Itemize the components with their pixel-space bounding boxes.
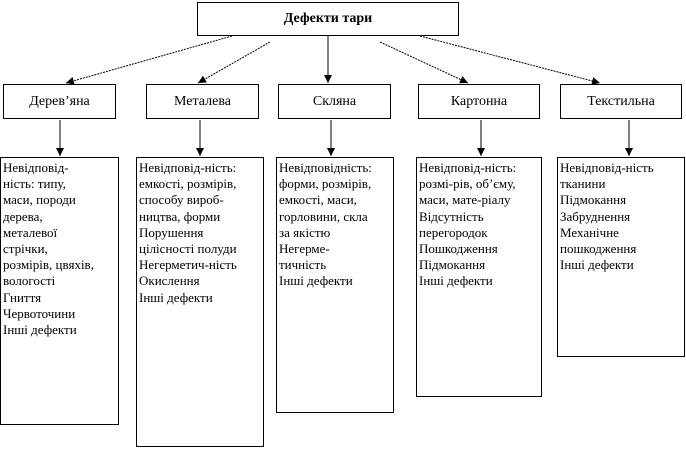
detail-line: Інші дефекти (560, 257, 634, 273)
category-textile: Текстильна (560, 84, 682, 119)
detail-line: металевої (3, 224, 58, 240)
category-wood: Дерев’яна (3, 84, 116, 119)
detail-line: Невідповід-ність: (419, 160, 517, 175)
detail-line: Негерме- (279, 241, 330, 257)
link-root-wood (65, 35, 233, 85)
detail-line: Невідповідність: (279, 160, 372, 175)
link-root-cardboard (379, 41, 469, 84)
detail-line: маси, мате-ріалу (419, 192, 511, 208)
detail-line: стрічки, (3, 241, 48, 257)
detail-line: вологості (3, 273, 56, 289)
category-wood-label: Дерев’яна (29, 93, 90, 109)
link-root-textile (419, 35, 601, 85)
detail-line: емкості, розмірів, (139, 176, 237, 192)
category-textile-label: Текстильна (587, 93, 655, 109)
detail-line: Підмокання (419, 257, 486, 273)
category-glass: Скляна (278, 84, 391, 119)
detail-line: Забруднення (560, 208, 631, 224)
detail-line: Пошкодження (419, 241, 498, 257)
details-cardboard: Невідповід-ність: розмі-рів, об’єму, мас… (416, 157, 542, 397)
detail-line: Інші дефекти (3, 322, 77, 338)
detail-line: ництва, форми (139, 208, 221, 224)
detail-line: ність: типу, (3, 176, 66, 192)
detail-line: Негерметич-ність (139, 257, 237, 273)
category-metal: Металева (146, 84, 259, 119)
detail-line: Інші дефекти (419, 273, 493, 289)
detail-line: Відсутність (419, 208, 484, 224)
detail-line: способу вироб- (139, 192, 224, 208)
detail-line: горловини, скла (279, 208, 368, 224)
detail-line: Окислення (139, 273, 200, 289)
detail-line: тичність (279, 257, 327, 273)
details-glass: Невідповідність: форми, розмірів, емкост… (276, 157, 394, 413)
detail-line: емкості, маси, (279, 192, 357, 208)
detail-line: Невідповід-ність (560, 160, 654, 175)
detail-line: розмі-рів, об’єму, (419, 176, 516, 192)
detail-line: Механічне (560, 224, 619, 240)
root-title: Дефекти тари (283, 11, 373, 26)
detail-line: Невідповід- (3, 160, 69, 175)
category-cardboard-label: Картонна (450, 93, 508, 109)
detail-line: Порушення (139, 224, 204, 240)
detail-line: Інші дефекти (139, 289, 213, 305)
details-wood: Невідповід- ність: типу, маси, породи де… (0, 157, 119, 425)
detail-line: Інші дефекти (279, 273, 353, 289)
detail-line: тканини (560, 176, 606, 192)
detail-line: пошкодження (560, 241, 637, 257)
detail-line: розмірів, цвяхів, (3, 257, 94, 273)
category-cardboard: Картонна (418, 84, 540, 119)
detail-line: Невідповід-ність: (139, 160, 237, 175)
details-textile: Невідповід-ність тканини Підмокання Забр… (557, 157, 685, 357)
category-metal-label: Металева (174, 93, 231, 109)
detail-line: Червоточини (3, 305, 76, 321)
detail-line: Гниття (3, 289, 42, 305)
detail-line: цілісності полуди (139, 241, 237, 257)
detail-line: за якістю (279, 224, 331, 240)
detail-line: дерева, (3, 208, 43, 224)
detail-line: маси, породи (3, 192, 76, 208)
details-metal: Невідповід-ність: емкості, розмірів, спо… (136, 157, 264, 447)
link-root-metal (197, 41, 271, 84)
detail-line: Підмокання (560, 192, 627, 208)
category-glass-label: Скляна (312, 93, 357, 109)
root-node: Дефекти тари (197, 2, 459, 36)
detail-line: перегородок (419, 224, 488, 240)
detail-line: форми, розмірів, (279, 176, 372, 192)
